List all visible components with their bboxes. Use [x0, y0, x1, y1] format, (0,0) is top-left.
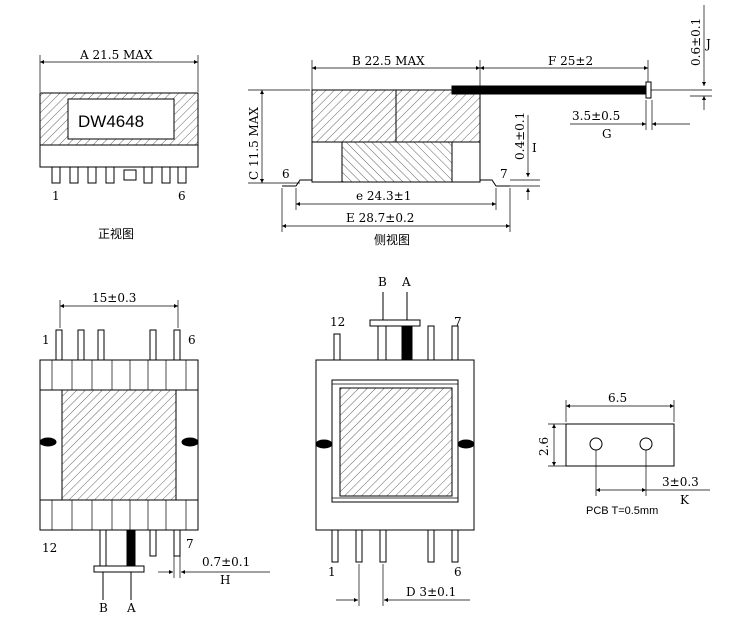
- bc-lead-a: A: [401, 275, 411, 289]
- front-view-caption: 正视图: [98, 226, 134, 241]
- bc-pin-12: 12: [330, 315, 345, 329]
- side-pin-7: 7: [500, 167, 508, 181]
- dim-e-small-label: e 24.3±1: [356, 189, 411, 203]
- side-view: B 22.5 MAX F 25±2 0.6±0.1 J C 11.5 MAX 6…: [247, 5, 712, 247]
- pcb-dim-k: 3±0.3: [662, 475, 699, 489]
- bl-lead-a: A: [126, 601, 136, 615]
- bottom-left-view: 15±0.3 1 6: [39, 291, 270, 615]
- bc-pin-1: 1: [328, 565, 336, 579]
- front-pin-1: 1: [52, 189, 60, 203]
- lead-wire: [451, 85, 649, 95]
- bc-core: [339, 387, 453, 497]
- dim-j-label: 0.6±0.1: [689, 18, 703, 66]
- front-view: A 21.5 MAX DW4648 1 6 正视图: [39, 48, 199, 241]
- bc-bottom-pins: [331, 529, 459, 563]
- bc-pin-7: 7: [454, 315, 462, 329]
- dim-f-label: F 25±2: [548, 54, 593, 68]
- bottom-center-view: B A 12 7 1 6 D 3±0.1: [315, 275, 475, 606]
- bl-pin-6: 6: [188, 333, 196, 347]
- side-pin-6: 6: [282, 167, 290, 181]
- front-pin-6: 6: [178, 189, 186, 203]
- bl-pin-12: 12: [42, 541, 57, 555]
- pcb-board: [565, 423, 675, 467]
- pcb-dim-h: 2.6: [537, 437, 551, 456]
- dim-e-big-label: E 28.7±0.2: [346, 211, 414, 225]
- label-h: H: [220, 573, 230, 587]
- part-number: DW4648: [78, 112, 144, 131]
- bc-lead-b: B: [378, 275, 387, 289]
- dim-15-label: 15±0.3: [92, 291, 136, 305]
- bl-pin-1: 1: [42, 333, 50, 347]
- side-bobbin: [341, 141, 453, 183]
- label-g: G: [602, 127, 612, 141]
- label-j: J: [704, 37, 711, 51]
- dim-a-label: A 21.5 MAX: [79, 48, 153, 62]
- bl-bottom-pins: [99, 529, 181, 567]
- dim-d-label: D 3±0.1: [406, 585, 456, 599]
- bl-lead-b: B: [99, 601, 108, 615]
- part-number-plate: [67, 98, 175, 140]
- pcb-note: PCB T=0.5mm: [586, 505, 658, 517]
- dim-g-label: 3.5±0.5: [572, 109, 620, 123]
- bl-core: [61, 389, 177, 501]
- bl-pin-7: 7: [186, 537, 194, 551]
- dim-b-label: B 22.5 MAX: [352, 54, 425, 68]
- bc-pin-6: 6: [454, 565, 462, 579]
- pcb-view: 6.5 2.6 3±0.3 K PCB T=0.5mm: [537, 391, 710, 517]
- bl-top-pins: [55, 329, 181, 361]
- pcb-label-k: K: [680, 493, 690, 507]
- side-view-caption: 侧视图: [374, 232, 410, 247]
- label-i: I: [532, 141, 537, 155]
- front-pins: [51, 166, 187, 184]
- pcb-hole-left: [589, 437, 603, 451]
- dim-c-label: C 11.5 MAX: [247, 107, 261, 180]
- pcb-hole-right: [639, 437, 653, 451]
- pcb-dim-w: 6.5: [608, 391, 627, 405]
- dim-i-label: 0.4±0.1: [513, 112, 527, 160]
- dim-h-label: 0.7±0.1: [202, 555, 250, 569]
